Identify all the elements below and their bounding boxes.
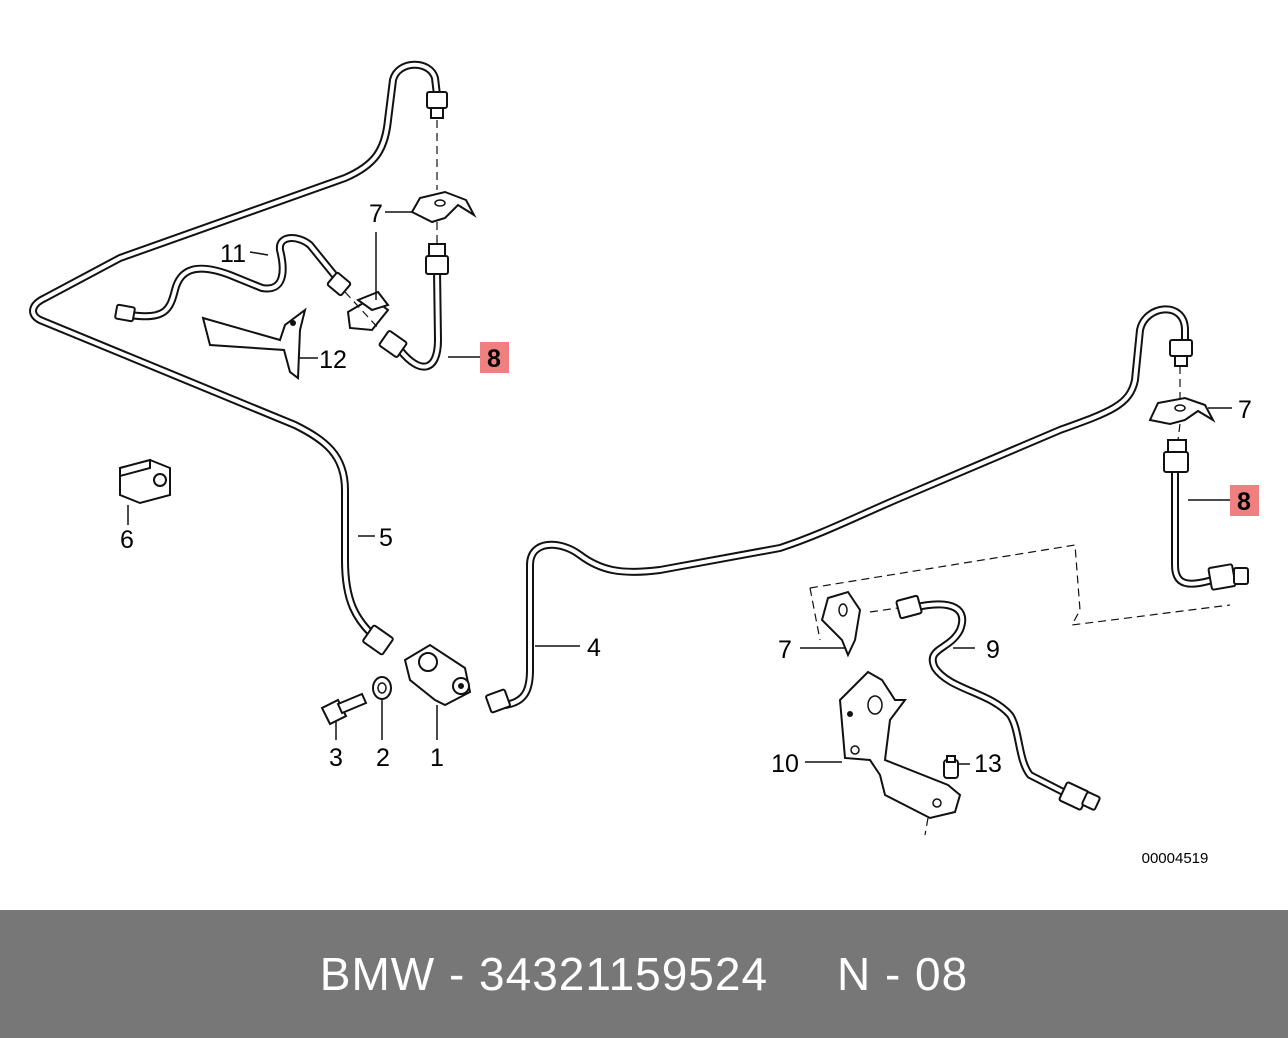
washer-2 <box>372 676 392 700</box>
callout-1: 1 <box>430 744 444 772</box>
fitting-nut <box>1167 439 1187 453</box>
leader-lines <box>249 120 1232 836</box>
callout-6: 6 <box>120 526 134 554</box>
callout-labels: 1 2 3 4 5 6 7 7 7 8 8 9 10 11 12 13 <box>120 200 1252 778</box>
fitting-nut <box>1081 791 1101 811</box>
bracket-7-lower <box>820 590 862 658</box>
callout-3: 3 <box>329 744 343 772</box>
distribution-piece-1 <box>403 643 472 707</box>
callout-7: 7 <box>369 200 383 228</box>
fitting-nut <box>114 303 136 323</box>
callout-12: 12 <box>319 346 347 374</box>
part-number-caption: BMW - 34321159524 N - 08 <box>319 948 969 1000</box>
clip-block-6 <box>119 458 171 525</box>
callout-11: 11 <box>220 240 246 268</box>
footer-bar: BMW - 34321159524 N - 08 <box>0 910 1288 1038</box>
bracket-7-right <box>1148 396 1216 426</box>
callout-2: 2 <box>376 744 390 772</box>
callout-8-highlight <box>1230 485 1259 516</box>
callout-10: 10 <box>771 750 799 778</box>
callout-7: 7 <box>1238 396 1252 424</box>
fitting-nut <box>1169 339 1193 357</box>
callout-5: 5 <box>379 524 393 552</box>
screw-13 <box>943 755 959 779</box>
fitting-nut <box>425 255 449 275</box>
brake-line-diagram: 1 2 3 4 5 6 7 7 7 8 8 9 10 11 12 13 0000… <box>29 60 1259 867</box>
fitting-nut <box>1163 451 1189 473</box>
brake-pipes <box>29 60 1224 802</box>
fitting-nut <box>895 594 923 620</box>
bracket-7-top-left <box>410 190 477 224</box>
fitting-nut <box>1233 567 1249 585</box>
drawing-number: 00004519 <box>1142 850 1209 867</box>
pipe-fittings <box>114 91 1249 811</box>
brake-hose-8-left <box>396 266 442 371</box>
fitting-nut <box>362 624 394 656</box>
callout-8-highlight <box>480 342 509 373</box>
bolt-3 <box>320 692 368 726</box>
bracket-10 <box>838 670 962 820</box>
fitting-nut <box>426 91 448 109</box>
brake-pipe-5 <box>29 60 441 644</box>
fitting-nut <box>378 330 408 358</box>
callout-9: 9 <box>986 636 1000 664</box>
fitting-nut <box>428 243 446 257</box>
callout-8: 8 <box>487 345 501 373</box>
hose-clip <box>346 290 390 332</box>
callout-4: 4 <box>587 634 601 662</box>
fitting-nut <box>326 271 352 297</box>
callout-8: 8 <box>1237 488 1251 516</box>
fitting-nut <box>1207 563 1237 591</box>
fitting-nut <box>430 107 444 119</box>
callout-13: 13 <box>974 750 1002 778</box>
bracket-12 <box>201 307 307 380</box>
fitting-nut <box>1174 355 1188 367</box>
fitting-nut <box>485 688 511 714</box>
callout-7: 7 <box>778 636 792 664</box>
